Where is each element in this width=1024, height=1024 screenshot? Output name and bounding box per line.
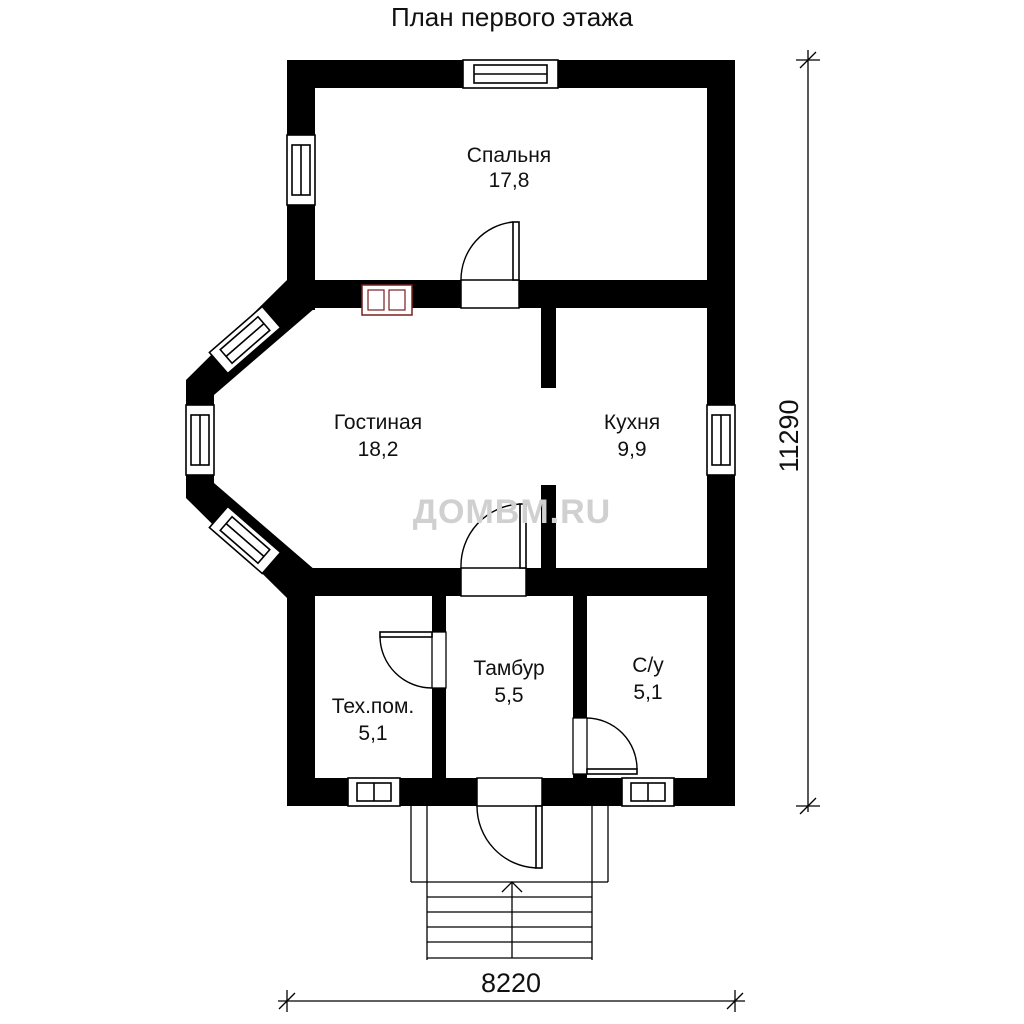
window-bedroom-left: [286, 134, 316, 206]
room-area-living: 18,2: [358, 438, 399, 461]
door-living: [460, 503, 527, 597]
window-living-bay-lower: [208, 505, 282, 575]
dimension-horizontal: [278, 990, 745, 1012]
window-living-bay-middle: [185, 404, 215, 476]
room-name-bedroom: Спальня: [467, 144, 551, 167]
chimney-icon: [361, 284, 413, 316]
room-area-bedroom: 17,8: [489, 169, 530, 192]
room-name-living: Гостиная: [334, 411, 422, 434]
room-area-wc: 5,1: [633, 681, 662, 704]
window-wc: [621, 777, 675, 807]
watermark: ДОМВМ.RU: [413, 493, 611, 531]
room-area-tech: 5,1: [358, 722, 387, 745]
stairs: [427, 881, 592, 959]
wall-kitchen-stub-bottom: [541, 485, 556, 570]
window-bedroom-top: [462, 59, 559, 89]
window-living-bay-upper: [208, 305, 282, 375]
window-tech-room: [347, 777, 401, 807]
room-area-kitchen: 9,9: [617, 438, 646, 461]
stair-arrow-icon: [501, 881, 523, 893]
dimension-height-label: 11290: [774, 399, 804, 472]
dimension-vertical: [796, 50, 820, 815]
room-name-kitchen: Кухня: [604, 411, 660, 434]
room-name-tech: Тех.пом.: [332, 695, 415, 718]
door-bedroom: [460, 221, 520, 309]
door-entrance: [476, 777, 543, 869]
plan-title: План первого этажа: [390, 2, 634, 32]
wall-kitchen-stub-top: [541, 308, 556, 388]
porch: [410, 806, 609, 960]
wall-left-lower: [287, 568, 315, 806]
window-kitchen: [706, 404, 736, 476]
door-wc: [572, 717, 638, 775]
dimension-width-label: 8220: [481, 968, 541, 998]
room-name-vestibule: Тамбур: [473, 657, 544, 680]
room-name-wc: С/у: [632, 654, 664, 677]
door-tech-room: [379, 631, 447, 689]
room-area-vestibule: 5,5: [494, 684, 523, 707]
